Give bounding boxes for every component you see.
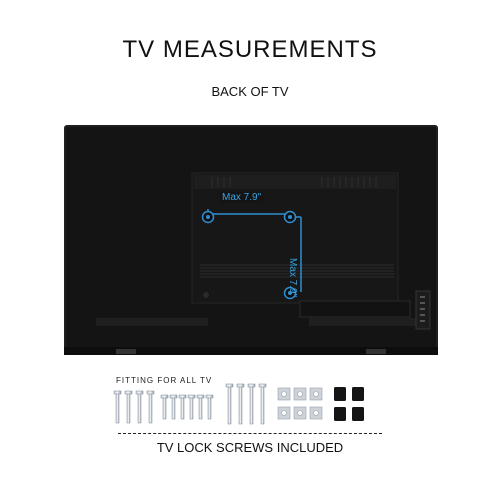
- footer-caption: TV LOCK SCREWS INCLUDED: [156, 440, 344, 455]
- horizontal-measurement-label: Max 7.9": [220, 192, 264, 203]
- tv-back-panel: [64, 125, 438, 355]
- spacer-set: [334, 387, 364, 421]
- screw-set: [113, 383, 267, 425]
- page-title: TV MEASUREMENTS: [122, 36, 378, 63]
- hardware-kit: [113, 383, 364, 425]
- vertical-measurement-label: Max 7.9": [287, 258, 298, 298]
- washer-set: [277, 387, 323, 420]
- dashed-divider: [118, 433, 382, 434]
- fitting-label: FITTING FOR ALL TV: [116, 376, 213, 385]
- page-subtitle: BACK OF TV: [211, 84, 289, 99]
